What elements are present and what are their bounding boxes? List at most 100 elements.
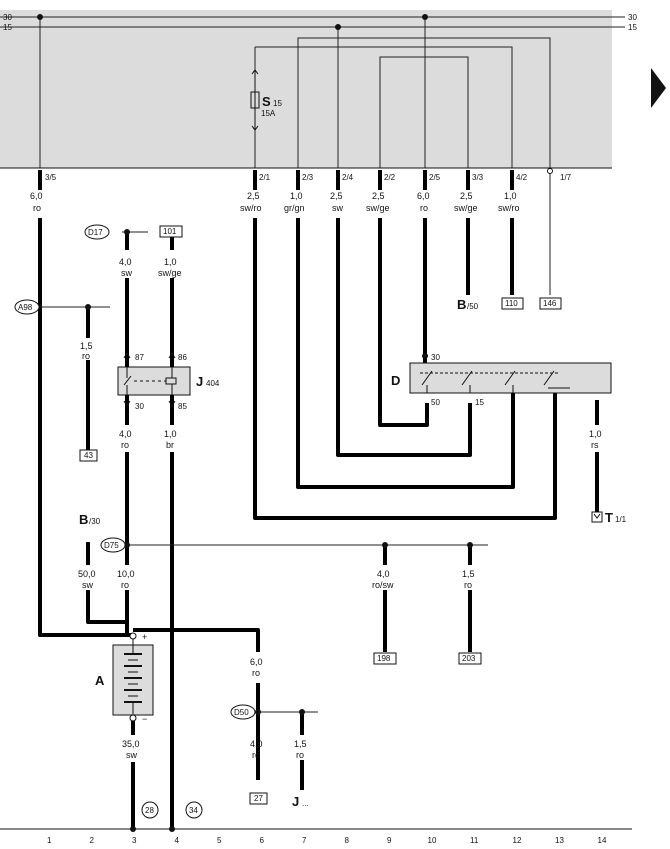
wire-size: 35,0 [122,739,140,749]
pin-label: 2/3 [302,173,314,182]
connector-a98-label: A98 [18,303,33,312]
junction-dot [382,542,388,548]
scale-number: 2 [90,836,95,845]
wire-color: ro [121,580,129,590]
pin-label: 2/2 [384,173,396,182]
arrow-down-icon [123,400,131,407]
ref-box-110[interactable] [501,297,524,310]
wire-size: 1,5 [80,341,93,351]
junction-dot [169,826,175,832]
pin-label: 2/4 [342,173,354,182]
wire-size: 1,0 [164,429,177,439]
thin-links [38,231,488,713]
junction-dot [335,24,341,30]
ref-box-43[interactable] [79,449,98,462]
connector-d50[interactable] [230,704,256,720]
connector-d17-label: D17 [88,228,103,237]
scale-number: 12 [513,836,522,845]
battery-cells-icon [124,645,142,715]
t11-sub: 1/1 [615,515,627,524]
scale-number: 4 [175,836,180,845]
wire-color: ro/sw [372,580,394,590]
ref-box-203[interactable] [458,652,482,665]
pin-circle [547,168,553,174]
scale-number: 13 [555,836,564,845]
junction-dot [124,542,130,548]
wire-size: 1,0 [164,257,177,267]
scale-number: 9 [387,836,392,845]
junction-dot [467,542,473,548]
ground-ref-34-label: 34 [189,806,198,815]
continue-arrow-icon[interactable] [651,68,666,108]
connector-d75-label: D75 [104,541,119,550]
j-more-label: J [292,794,299,809]
wire-color: ro [296,750,304,760]
wire-color: sw/ro [498,203,520,213]
b30-sub: /30 [89,517,101,526]
wire-color: sw/ge [158,268,182,278]
relay-pin-86: 86 [178,353,187,362]
wire-size: 4,0 [119,429,132,439]
connector-a98[interactable] [14,299,40,315]
wire-color: sw [332,203,344,213]
junction-dot [37,14,43,20]
junction-dot [255,709,261,715]
wire-color: ro [82,351,90,361]
relay-number: 404 [206,379,220,388]
ignition-pin-30: 30 [431,353,440,362]
scale-number: 11 [470,836,479,845]
wire-size: 50,0 [78,569,96,579]
scale-number: 8 [345,836,350,845]
wire-color: ro [252,668,260,678]
t11-label: T [605,510,613,525]
wire-size: 1,0 [290,191,303,201]
ref-box-101[interactable] [159,225,183,238]
scale-number: 5 [217,836,222,845]
ref-box-110-label: 110 [505,299,518,308]
relay-contact-symbol [123,367,177,395]
wire-size: 6,0 [250,657,263,667]
ref-box-203-label: 203 [462,654,476,663]
scale-number: 14 [598,836,607,845]
junction-dot [422,14,428,20]
ignition-pin-15: 15 [475,398,484,407]
wire-color: gr/gn [284,203,305,213]
wire-color: ro [121,440,129,450]
wire-size: 2,5 [460,191,473,201]
wire-size: 4,0 [250,739,263,749]
scale-number: 6 [260,836,265,845]
wire-size: 4,0 [377,569,390,579]
wire-size: 6,0 [417,191,430,201]
pin-label: 3/5 [45,173,57,182]
wire-size: 1,0 [504,191,517,201]
ref-box-198[interactable] [373,652,397,665]
ref-box-146[interactable] [539,297,562,310]
wire-color: ro [33,203,41,213]
pin-label: 2/1 [259,173,271,182]
ref-box-27[interactable] [249,792,268,805]
wire-size: 2,5 [372,191,385,201]
fuse-number: 15 [273,99,282,108]
ground-ref-34[interactable] [185,801,203,819]
thick-wires [38,170,599,829]
ground-ref-28[interactable] [141,801,159,819]
relay-pin-30: 30 [135,402,144,411]
wire-size: 2,5 [330,191,343,201]
battery-a[interactable] [112,644,154,716]
wire-color: ro [464,580,472,590]
wire-color: sw/ge [366,203,390,213]
battery-minus-sign: − [142,714,147,724]
rail-15-label-right: 15 [628,23,637,32]
battery-label: A [95,673,105,688]
wire-size: 4,0 [119,257,132,267]
connector-d17[interactable] [84,224,110,240]
ref-box-198-label: 198 [377,654,391,663]
ref-box-101-label: 101 [163,227,177,236]
connector-t11-icon[interactable] [591,511,603,523]
ref-box-43-label: 43 [84,451,93,460]
wire-color: ro [252,750,260,760]
ignition-label: D [391,373,400,388]
relay-pin-87: 87 [135,353,144,362]
connector-d75[interactable] [100,537,126,553]
